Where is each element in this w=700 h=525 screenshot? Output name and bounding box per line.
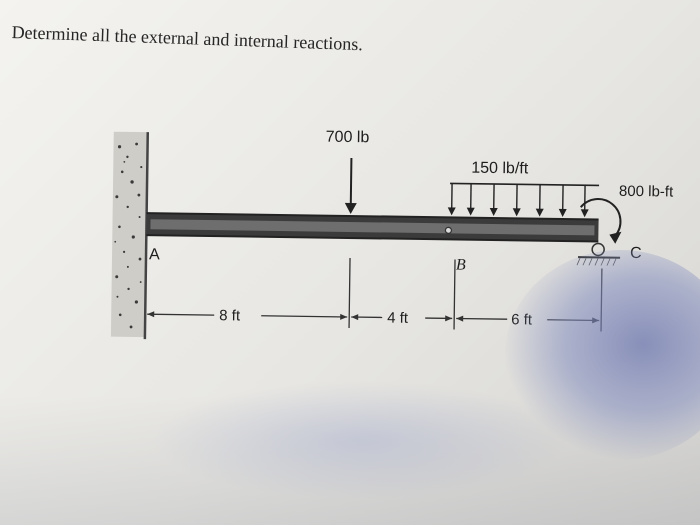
distributed-load-label: 150 lb/ft (471, 160, 529, 178)
span-1-label: 8 ft (219, 307, 241, 324)
beam (146, 212, 599, 243)
point-a-label: A (149, 246, 160, 263)
point-load-arrow (344, 157, 357, 215)
span-2-label: 4 ft (387, 310, 409, 327)
fixed-wall-support (110, 131, 150, 340)
point-load-label: 700 lb (326, 129, 370, 147)
moment-arrow (579, 198, 622, 244)
distributed-load-arrows (447, 182, 600, 218)
hinge-b (444, 226, 453, 234)
moment-label: 800 lb-ft (619, 183, 674, 201)
roller-support-c (576, 242, 621, 266)
span-3-label: 6 ft (511, 311, 533, 328)
point-c-label: C (630, 245, 642, 262)
point-b-label: B (456, 256, 466, 273)
